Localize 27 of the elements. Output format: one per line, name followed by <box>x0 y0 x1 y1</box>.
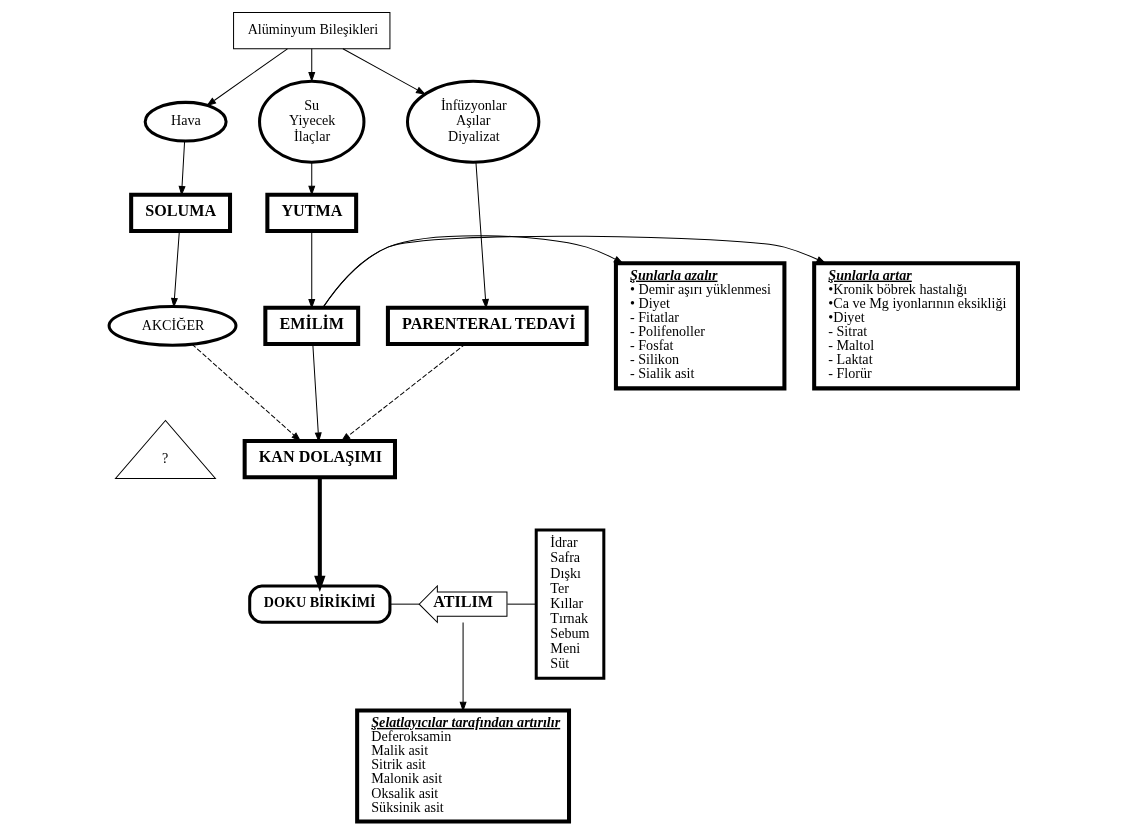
node-box: EMİLİM <box>262 305 360 346</box>
node-box: İdrar Safra Dışkı Ter Kıllar Tırnak Sebum Meni Süt <box>534 528 605 680</box>
arrow <box>170 230 180 308</box>
arrow <box>191 343 301 442</box>
node-ellipse: Hava <box>143 100 228 143</box>
node-ellipse: AKCİĞER <box>107 304 237 347</box>
arrow <box>205 48 288 107</box>
arrow <box>340 343 466 442</box>
node-box: DOKU BİRİKİMİ <box>247 584 391 624</box>
node-ellipse: Su Yiyecek İlaçlar <box>257 79 365 164</box>
node-box: SOLUMA <box>128 192 232 233</box>
arrow <box>341 48 426 95</box>
node-box: KAN DOLAŞIMI <box>242 439 397 480</box>
node-box: Şunlarla artar •Kronik böbrek hastalığı •Ca ve Mg iyonlarının eksikliği •Diyet - Sitrat - Maltol - Laktat - Florür <box>811 261 1020 391</box>
arrow <box>307 48 315 83</box>
arrow <box>459 622 467 712</box>
arrow <box>307 162 315 196</box>
node-box: YUTMA <box>264 192 358 233</box>
node-box: PARENTERAL TEDAVİ <box>385 305 589 346</box>
node-box: Alüminyum Bileşikleri <box>232 11 390 50</box>
node-ellipse: İnfüzyonlar Aşılar Diyalizat <box>405 79 540 164</box>
arrow <box>313 477 325 592</box>
connector <box>389 603 420 605</box>
node-box: Şelatlayıcılar tarafından artırılır Deferoksamin Malik asit Sitrik asit Malonik asit Oksalik asit Süksinik asit <box>354 708 571 824</box>
connector <box>506 603 536 605</box>
arrow <box>322 235 826 308</box>
node-box: Şunlarla azalır • Demir aşırı yüklenmesi • Diyet - Fitatlar - Polifenoller - Fosfat - Silikon - Sialik asit <box>613 261 786 391</box>
